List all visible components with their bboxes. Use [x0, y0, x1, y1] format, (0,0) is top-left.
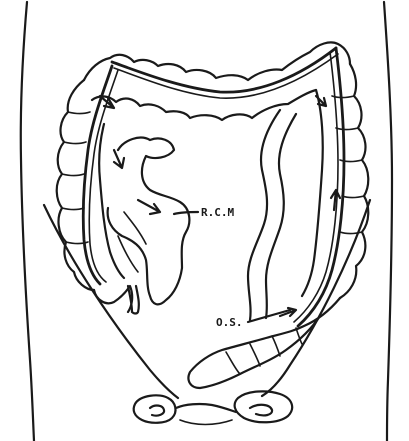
inferior-mesenteric-vessel: [248, 110, 296, 320]
ascending-colon-haustra-2: [64, 142, 86, 144]
pelvis-left-wing: [134, 395, 176, 422]
cecum-outline: [94, 286, 132, 312]
ascending-colon-haustra-4: [62, 208, 84, 210]
pubic-symphysis: [176, 404, 236, 412]
pelvis-left-ischium: [150, 406, 164, 416]
sigmoid-outer: [188, 298, 340, 388]
ima-right: [266, 114, 296, 318]
torso-outline: [21, 2, 392, 441]
right-colic-vessel-inner: [89, 70, 118, 282]
arrow-mesentery-right: [138, 200, 160, 214]
transverse-colon-outer: [84, 42, 350, 80]
rcm-line: [174, 212, 198, 214]
transverse-colon-vessel: [112, 48, 336, 92]
torso-right-side: [384, 2, 392, 441]
ascending-colon-haustra-1: [68, 112, 90, 114]
descending-colon-haustra-4: [342, 196, 364, 198]
sigmoid-fold-2: [250, 344, 260, 366]
os-line: [248, 310, 290, 322]
os-label: O.S.: [216, 316, 243, 329]
transverse-colon-inner: [92, 90, 316, 120]
pubic-lower-arc: [180, 420, 232, 425]
torso-left-side: [21, 2, 34, 441]
pelvic-bones: [134, 391, 292, 424]
rcm-label: R.C.M: [201, 206, 234, 219]
right-inguinal-line: [262, 200, 370, 396]
mesentery-fold-2: [118, 236, 138, 272]
descending-colon-haustra-5: [340, 232, 362, 234]
sigmoid-fold-1: [226, 352, 240, 374]
arrow-top-right: [316, 96, 326, 106]
sigmoid-colon: [188, 298, 340, 388]
sigmoid-fold-3: [272, 336, 280, 356]
descending-colon-inner: [302, 90, 323, 296]
left-inguinal-line: [44, 205, 178, 398]
pelvis-right-ischium: [250, 405, 272, 416]
ima-left: [248, 110, 280, 320]
ascending-colon-haustra-3: [62, 174, 84, 176]
transverse-colon: [84, 42, 350, 120]
small-bowel-region: [108, 138, 198, 305]
descending-colon: [294, 48, 368, 326]
cecum: [94, 286, 139, 314]
arrow-ascending-down: [114, 150, 124, 168]
descending-colon-haustra-2: [336, 128, 358, 130]
arrow-descending-up: [331, 190, 340, 210]
